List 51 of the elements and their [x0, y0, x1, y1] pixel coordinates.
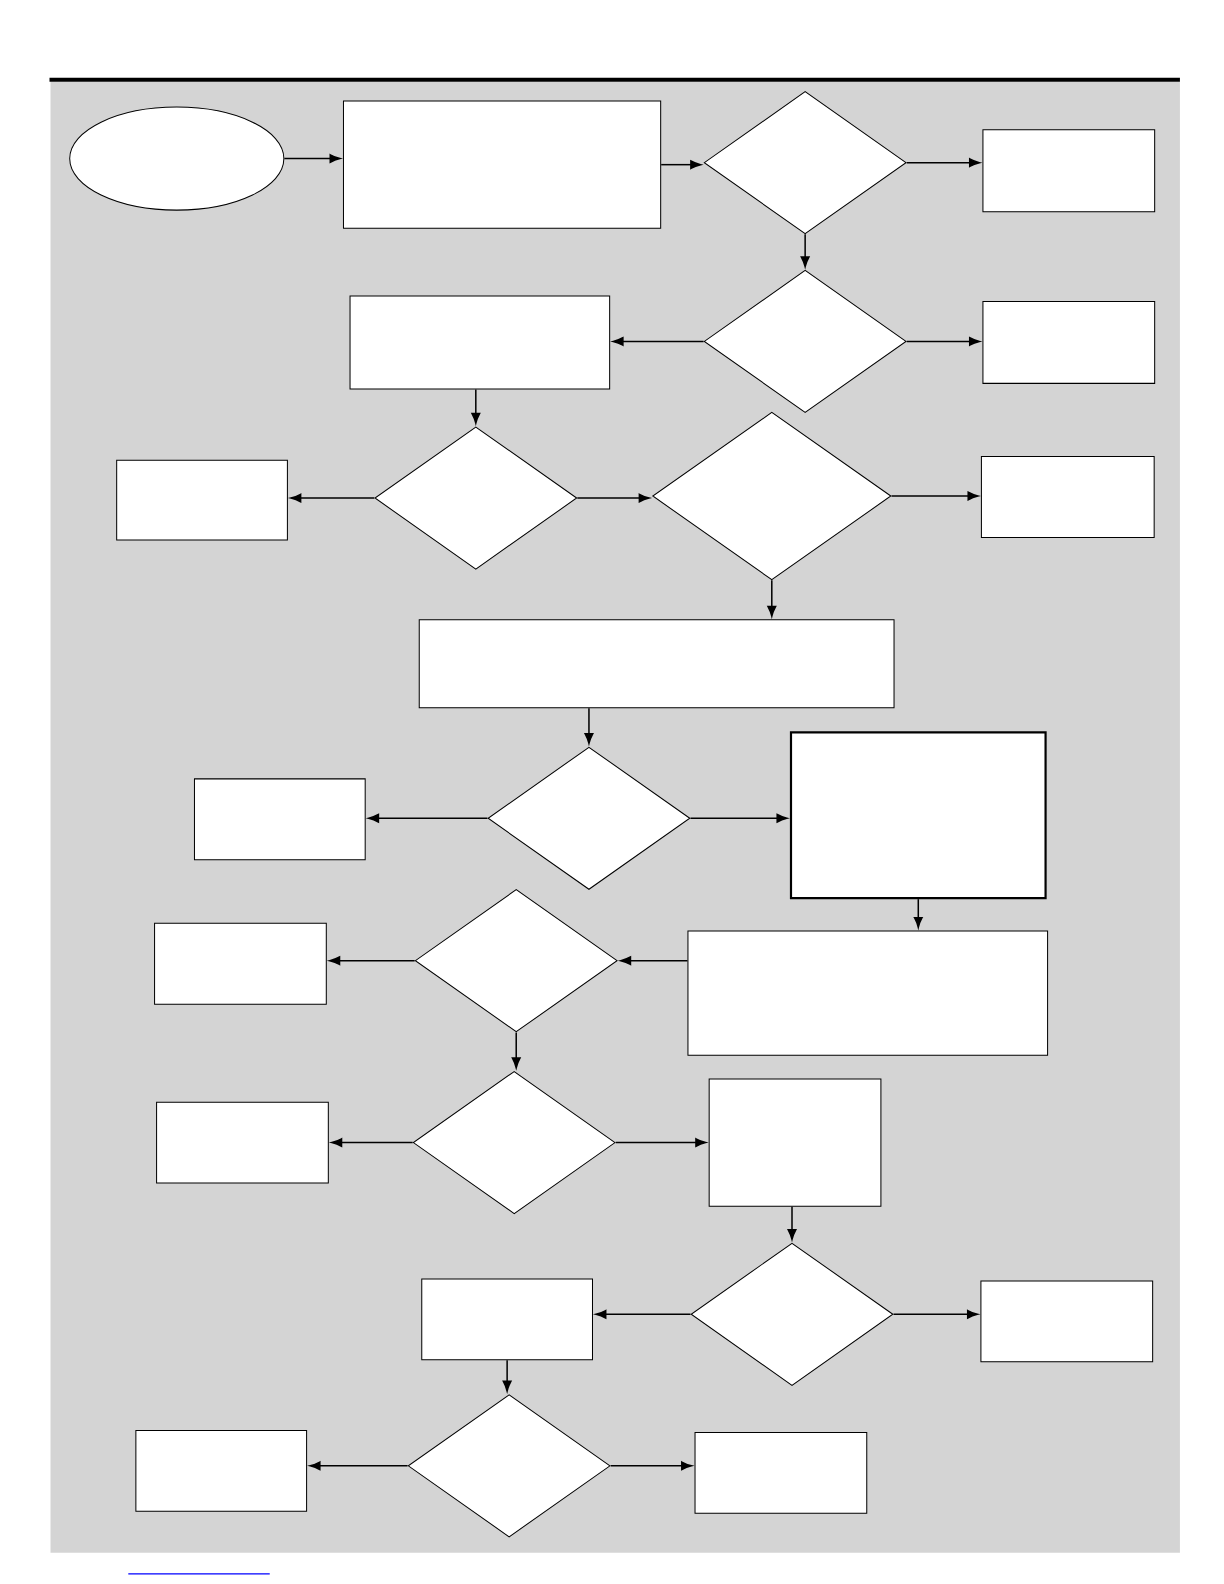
- arrow: [367, 813, 488, 823]
- process-box: [687, 930, 1048, 1056]
- arrow: [660, 160, 702, 170]
- decision-diamond: [703, 91, 907, 235]
- arrow: [689, 813, 788, 823]
- arrow: [290, 493, 375, 503]
- arrow: [511, 1031, 521, 1069]
- process-box: [708, 1078, 882, 1207]
- process-box: [789, 731, 1047, 900]
- oval: [69, 106, 285, 211]
- process-box: [982, 129, 1155, 213]
- process-box: [980, 1280, 1153, 1363]
- arrow: [890, 491, 979, 501]
- arrow: [309, 1461, 409, 1471]
- arrow: [502, 1359, 512, 1392]
- arrow: [612, 336, 705, 346]
- arrow: [800, 233, 810, 268]
- process-box: [193, 778, 366, 861]
- arrow: [892, 1309, 978, 1319]
- decision-diamond: [651, 411, 892, 581]
- process-box: [980, 456, 1155, 538]
- decision-diamond: [414, 889, 618, 1033]
- decision-diamond: [412, 1070, 616, 1215]
- process-box: [342, 100, 661, 229]
- decision-diamond: [487, 746, 691, 890]
- decision-diamond: [407, 1394, 611, 1538]
- arrow: [787, 1205, 797, 1241]
- arrow: [905, 158, 980, 168]
- process-box: [694, 1431, 868, 1514]
- process-box: [116, 459, 288, 541]
- arrow: [614, 1138, 707, 1148]
- process-box: [153, 922, 327, 1005]
- process-box: [982, 301, 1155, 384]
- arrow: [584, 707, 594, 745]
- arrow: [331, 1138, 414, 1148]
- arrow: [905, 336, 980, 346]
- process-box: [349, 295, 610, 390]
- arrow: [576, 493, 650, 503]
- arrow: [595, 1309, 692, 1319]
- arrow: [767, 579, 777, 617]
- decision-diamond: [690, 1242, 894, 1386]
- arrow: [283, 154, 341, 164]
- arrow: [609, 1461, 692, 1471]
- arrow: [471, 388, 481, 424]
- process-box: [155, 1101, 329, 1184]
- arrow: [913, 898, 923, 929]
- process-box: [421, 1278, 593, 1361]
- arrow: [619, 956, 689, 966]
- process-box: [418, 619, 895, 709]
- process-box: [135, 1429, 307, 1512]
- arrow: [329, 956, 416, 966]
